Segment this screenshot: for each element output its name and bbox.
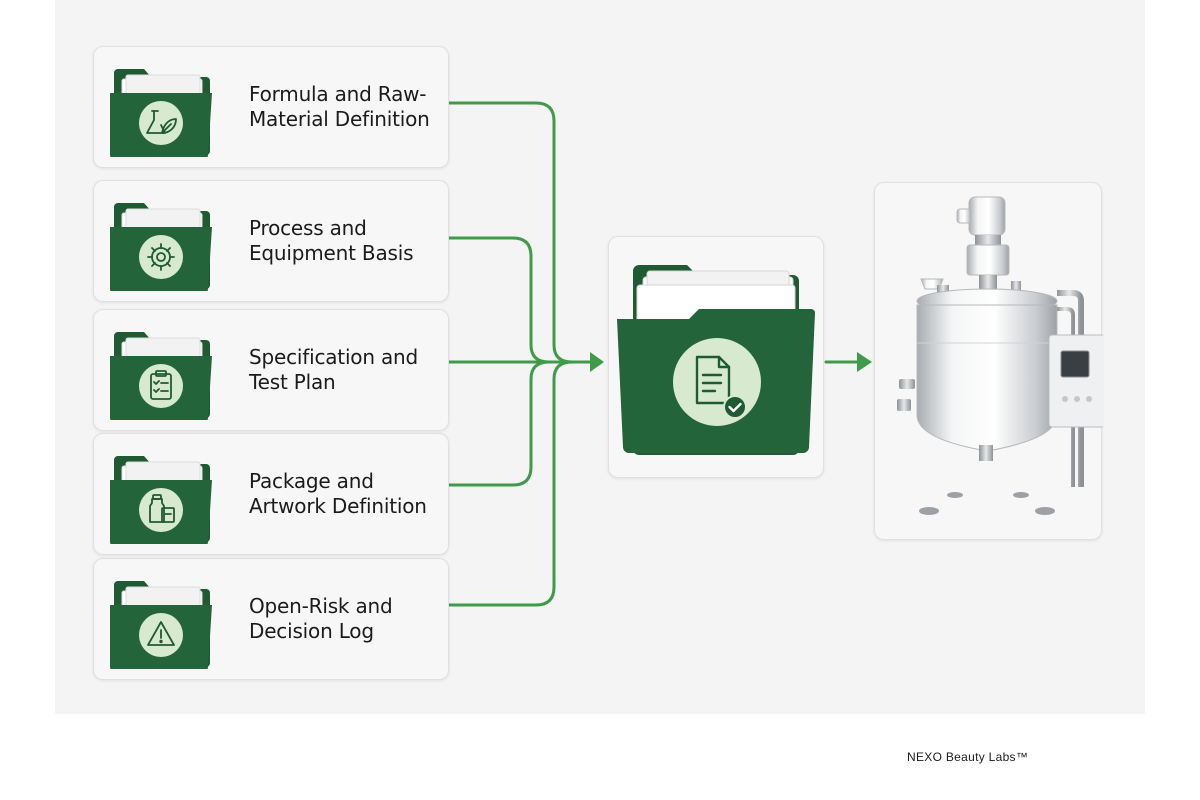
bottle-package-icon xyxy=(149,494,175,523)
clipboard-checklist-icon xyxy=(150,370,172,400)
card-label: Process and Equipment Basis xyxy=(249,216,414,265)
gear-icon xyxy=(147,243,175,271)
folder-icon xyxy=(110,332,212,420)
folder-icon xyxy=(110,581,212,669)
folder-icon xyxy=(110,203,212,291)
input-card-process: Process and Equipment Basis xyxy=(93,180,449,302)
mixing-vessel-illustration xyxy=(897,196,1116,515)
approved-document-icon xyxy=(695,355,731,405)
input-card-formula: Formula and Raw-Material Definition xyxy=(93,46,449,168)
flask-leaf-icon xyxy=(146,110,177,134)
input-card-specification: Specification and Test Plan xyxy=(93,309,449,431)
input-card-risk: Open-Risk and Decision Log xyxy=(93,558,449,680)
large-folder-icon xyxy=(617,265,815,455)
card-label: Formula and Raw-Material Definition xyxy=(249,82,430,131)
consolidated-package-card xyxy=(608,236,824,478)
folder-icon xyxy=(110,456,212,544)
card-label: Package and Artwork Definition xyxy=(249,469,427,518)
folder-icon xyxy=(110,69,212,157)
card-label: Specification and Test Plan xyxy=(249,345,418,394)
brand-name: NEXO Beauty Labs™ xyxy=(907,750,1029,764)
mixing-vessel-card xyxy=(874,182,1116,540)
warning-icon xyxy=(147,621,175,646)
card-label: Open-Risk and Decision Log xyxy=(249,594,393,643)
input-card-package: Package and Artwork Definition xyxy=(93,433,449,555)
